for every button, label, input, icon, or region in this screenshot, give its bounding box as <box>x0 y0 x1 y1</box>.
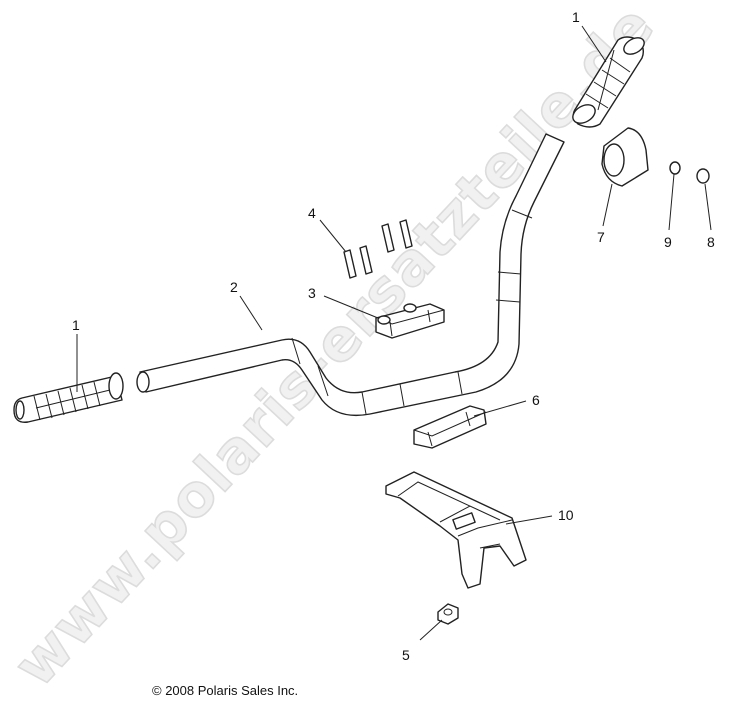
clamp-upper <box>375 303 445 339</box>
leader-plug-9 <box>668 173 675 231</box>
callout-grip-left: 1 <box>72 317 80 333</box>
copyright-notice: © 2008 Polaris Sales Inc. <box>152 683 299 698</box>
clamp-lower <box>413 405 487 449</box>
leader-pad <box>602 183 613 227</box>
nut <box>437 603 459 625</box>
callout-bracket: 10 <box>558 507 574 523</box>
leader-clamp-lower <box>473 400 527 417</box>
leader-plug-8 <box>704 183 712 231</box>
callout-plug-9: 9 <box>664 234 672 250</box>
leader-nut <box>419 619 443 641</box>
pad <box>601 127 649 187</box>
bracket <box>385 471 527 589</box>
callout-clamp-lower: 6 <box>532 392 540 408</box>
callout-clamp-upper: 3 <box>308 285 316 301</box>
leader-clamp-upper <box>323 295 379 319</box>
leader-grip-right <box>581 25 607 63</box>
callout-plug-8: 8 <box>707 234 715 250</box>
watermark-text: www.polaris-ersatzteile.de <box>1 0 668 700</box>
leader-bolts <box>319 219 347 253</box>
plug-8 <box>696 168 710 184</box>
callout-nut: 5 <box>402 647 410 663</box>
grip-left <box>13 372 124 423</box>
plug-9 <box>669 161 681 175</box>
handlebar <box>136 133 565 417</box>
leader-handlebar <box>239 295 263 331</box>
callout-pad: 7 <box>597 229 605 245</box>
grip-right <box>572 36 645 128</box>
callout-grip-right: 1 <box>572 9 580 25</box>
bolts <box>343 219 413 279</box>
leader-bracket <box>505 515 553 525</box>
callout-bolts: 4 <box>308 205 316 221</box>
callout-handlebar: 2 <box>230 279 238 295</box>
